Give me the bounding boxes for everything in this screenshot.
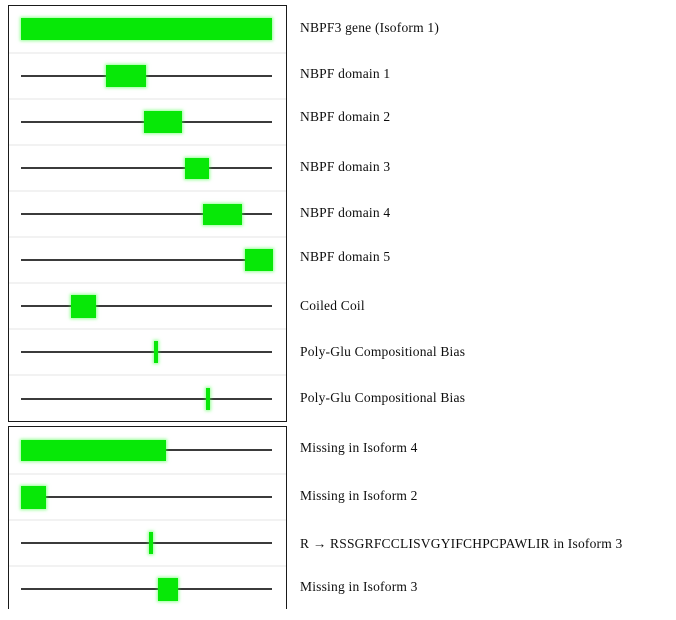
track-row[interactable] [9, 52, 286, 98]
track-row[interactable] [9, 236, 286, 282]
track-row[interactable] [9, 190, 286, 236]
feature-label-nbpf-domain-5: NBPF domain 5 [300, 249, 391, 264]
feature-tick-variant-isoform-3 [149, 532, 153, 554]
track-row[interactable] [9, 565, 286, 610]
feature-label-missing-isoform-3: Missing in Isoform 3 [300, 579, 418, 594]
protein-backbone-line [21, 496, 272, 498]
track-row[interactable] [9, 6, 286, 52]
feature-block-nbpf-domain-5 [245, 249, 273, 271]
track-row[interactable] [9, 427, 286, 473]
feature-label-nbpf-domain-3: NBPF domain 3 [300, 159, 391, 174]
track-row[interactable] [9, 144, 286, 190]
feature-block-missing-in-isoform-3 [158, 577, 178, 601]
isoform-differences-panel [8, 426, 287, 610]
protein-backbone-line [21, 305, 272, 307]
protein-backbone-line [21, 259, 272, 261]
feature-block-gene-full [21, 18, 272, 40]
feature-label-missing-isoform-2: Missing in Isoform 2 [300, 488, 418, 503]
protein-backbone-line [21, 167, 272, 169]
protein-backbone-line [21, 542, 272, 544]
feature-label-poly-glu-bias-1: Poly-Glu Compositional Bias [300, 344, 466, 359]
feature-label-nbpf-domain-2: NBPF domain 2 [300, 109, 391, 124]
protein-backbone-line [21, 213, 272, 215]
protein-backbone-line [21, 587, 272, 590]
feature-block-nbpf-domain-2 [144, 111, 182, 133]
track-row[interactable] [9, 473, 286, 519]
feature-block-missing-in-isoform-4 [21, 440, 166, 461]
feature-block-coiled-coil [71, 295, 96, 318]
feature-label-nbpf-domain-1: NBPF domain 1 [300, 66, 391, 81]
feature-label-variant-isoform-3: R → RSSGRFCCLISVGYIFCHPCPAWLIR in Isofor… [300, 536, 623, 551]
feature-label-missing-isoform-4: Missing in Isoform 4 [300, 440, 418, 455]
track-row[interactable] [9, 328, 286, 374]
feature-label-coiled-coil: Coiled Coil [300, 298, 365, 313]
track-row[interactable] [9, 519, 286, 565]
track-row[interactable] [9, 282, 286, 328]
feature-tick-poly-glu-bias-2 [206, 387, 210, 410]
protein-backbone-line [21, 397, 272, 400]
feature-block-nbpf-domain-4 [203, 204, 242, 225]
feature-block-missing-in-isoform-2 [21, 486, 46, 509]
feature-block-nbpf-domain-1 [106, 65, 146, 87]
feature-block-nbpf-domain-3 [185, 158, 209, 179]
main-features-panel [8, 5, 287, 422]
feature-label-gene: NBPF3 gene (Isoform 1) [300, 20, 440, 35]
feature-label-poly-glu-bias-2: Poly-Glu Compositional Bias [300, 390, 466, 405]
track-row[interactable] [9, 374, 286, 421]
track-row[interactable] [9, 98, 286, 144]
feature-label-nbpf-domain-4: NBPF domain 4 [300, 205, 391, 220]
protein-backbone-line [21, 75, 272, 77]
protein-backbone-line [21, 351, 272, 353]
feature-tick-poly-glu-bias-1 [154, 341, 158, 363]
